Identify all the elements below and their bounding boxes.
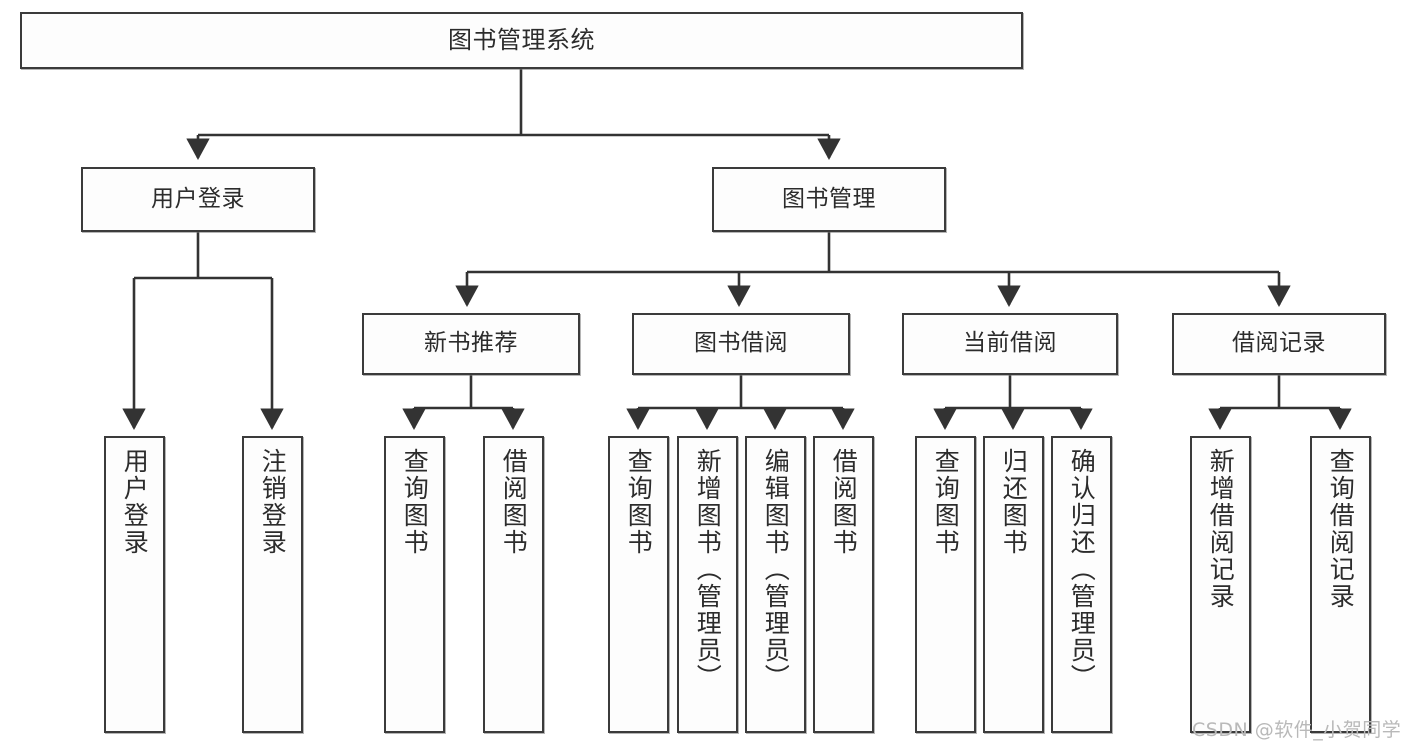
node-label: 图书管理	[782, 185, 876, 212]
csdn-watermark: CSDN @软件_小贺同学	[1192, 719, 1402, 741]
node-label: 查询图书	[400, 448, 430, 556]
node-label: 用户登录	[151, 185, 245, 212]
node-label: 用户登录	[120, 448, 150, 556]
node-leaf-query-borrow-record[interactable]: 查询借阅记录	[1310, 436, 1371, 733]
node-root-system[interactable]: 图书管理系统	[20, 12, 1023, 69]
node-label: 注销登录	[258, 448, 288, 556]
node-label: 借阅图书	[499, 448, 529, 556]
node-leaf-query-book-recommend[interactable]: 查询图书	[384, 436, 445, 733]
node-leaf-borrow-book-recommend[interactable]: 借阅图书	[483, 436, 544, 733]
node-label: 当前借阅	[963, 330, 1057, 357]
node-label: 新增图书（管理员）	[693, 448, 723, 691]
node-label: 编辑图书（管理员）	[761, 448, 791, 691]
node-current-borrow[interactable]: 当前借阅	[902, 313, 1118, 375]
node-label: 图书借阅	[694, 330, 788, 357]
node-label: 图书管理系统	[448, 26, 595, 55]
node-label: 借阅记录	[1232, 330, 1326, 357]
node-label: 归还图书	[999, 448, 1029, 556]
node-leaf-user-login[interactable]: 用户登录	[104, 436, 165, 733]
node-borrow-record[interactable]: 借阅记录	[1172, 313, 1386, 375]
node-leaf-borrow-book[interactable]: 借阅图书	[813, 436, 874, 733]
node-label: 确认归还（管理员）	[1067, 448, 1097, 691]
node-leaf-query-book-borrow[interactable]: 查询图书	[608, 436, 669, 733]
node-leaf-return-book[interactable]: 归还图书	[983, 436, 1044, 733]
node-label: 查询图书	[624, 448, 654, 556]
node-leaf-add-book-admin[interactable]: 新增图书（管理员）	[677, 436, 738, 733]
node-new-book-recommend[interactable]: 新书推荐	[362, 313, 580, 375]
node-leaf-confirm-return-admin[interactable]: 确认归还（管理员）	[1051, 436, 1112, 733]
node-label: 查询借阅记录	[1326, 448, 1356, 610]
node-leaf-query-book-current[interactable]: 查询图书	[915, 436, 976, 733]
node-label: 借阅图书	[829, 448, 859, 556]
node-label: 新书推荐	[424, 330, 518, 357]
node-label: 新增借阅记录	[1206, 448, 1236, 610]
node-user-login[interactable]: 用户登录	[81, 167, 315, 232]
node-leaf-add-borrow-record[interactable]: 新增借阅记录	[1190, 436, 1251, 733]
node-label: 查询图书	[931, 448, 961, 556]
node-book-borrow[interactable]: 图书借阅	[632, 313, 850, 375]
node-leaf-logout[interactable]: 注销登录	[242, 436, 303, 733]
node-book-management[interactable]: 图书管理	[712, 167, 946, 232]
node-leaf-edit-book-admin[interactable]: 编辑图书（管理员）	[745, 436, 806, 733]
